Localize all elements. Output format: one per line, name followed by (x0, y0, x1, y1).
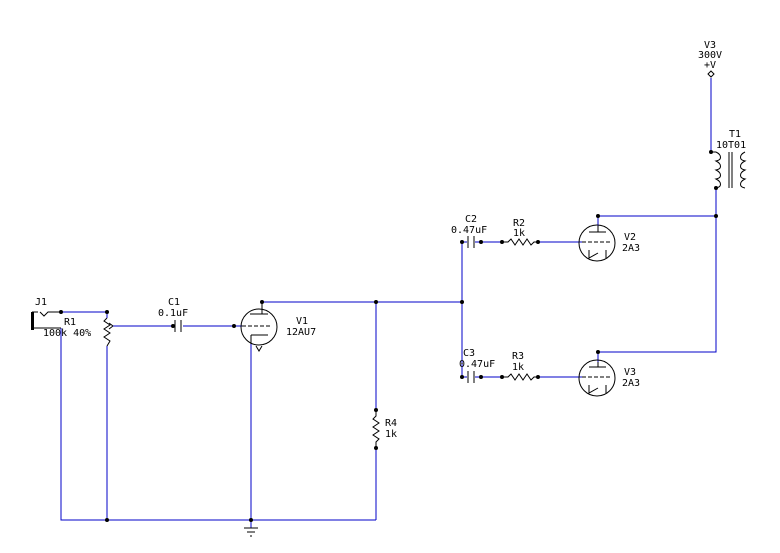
c1-value-label: 0.1uF (158, 308, 188, 319)
junction-dot (596, 350, 600, 354)
resistor-zigzag-icon (502, 373, 538, 381)
junction-dot (460, 240, 464, 244)
junction-dot (479, 375, 483, 379)
junction-dot (714, 214, 718, 218)
capacitor-icon (467, 236, 475, 248)
junction-dot (105, 518, 109, 522)
wiper-arrow-icon (108, 322, 114, 330)
capacitor-c2: C2 0.47uF (451, 214, 487, 248)
tube-v2: V2 2A3 (578, 224, 640, 262)
wire-j1-ground (60, 328, 376, 521)
v3-value-label: 2A3 (622, 378, 640, 389)
c3-value-label: 0.47uF (459, 359, 495, 370)
vacuum-tube-icon (578, 224, 616, 262)
t1-value-label: 10T01 (716, 140, 746, 151)
resistor-zigzag-icon (372, 410, 380, 448)
tube-cathode (250, 334, 268, 344)
resistor-r4: R4 1k (372, 410, 397, 448)
wire-v2-plate-t1 (597, 188, 717, 226)
v3-ref-label: V3 (624, 367, 636, 378)
c3-ref-label: C3 (463, 348, 475, 359)
transformer-primary-icon (714, 151, 721, 189)
transformer-core-icon (728, 152, 733, 188)
junctions (59, 150, 718, 522)
tube-plate (589, 362, 606, 368)
tube-filament (588, 250, 607, 259)
r2-value-label: 1k (513, 228, 525, 239)
junction-dot (249, 518, 253, 522)
resistor-zigzag-icon (103, 317, 111, 347)
r3-value-label: 1k (512, 362, 524, 373)
transformer-secondary-icon (740, 151, 747, 189)
resistor-r2: R2 1k (502, 218, 538, 246)
junction-dot (171, 324, 175, 328)
capacitor-icon (174, 320, 182, 332)
supply-terminal-icon (707, 70, 715, 78)
tube-v3: V3 2A3 (578, 359, 640, 397)
v2-ref-label: V2 (624, 232, 636, 243)
vacuum-tube-icon (578, 359, 616, 397)
v1-value-label: 12AU7 (286, 327, 316, 338)
r1-value-label: 100k 40% (43, 328, 91, 339)
wire-v3-plate-t1 (597, 216, 717, 362)
j1-ref-label: J1 (35, 297, 47, 308)
wire-node-c2 (461, 241, 467, 302)
supply-value-label: 300V (698, 50, 722, 61)
tube-plate (589, 226, 606, 233)
c2-value-label: 0.47uF (451, 225, 487, 236)
junction-dot (232, 324, 236, 328)
r1-ref-label: R1 (64, 317, 76, 328)
vacuum-tube-icon (240, 308, 278, 346)
r2-ref-label: R2 (513, 218, 525, 229)
c1-ref-label: C1 (168, 297, 180, 308)
junction-dot (596, 214, 600, 218)
v2-value-label: 2A3 (622, 243, 640, 254)
potentiometer-r1: R1 100k 40% (43, 317, 114, 347)
ground-symbol (244, 527, 258, 537)
r3-ref-label: R3 (512, 351, 524, 362)
capacitor-c1: C1 0.1uF (158, 297, 188, 332)
input-jack-j1: J1 (31, 297, 61, 330)
r4-ref-label: R4 (385, 418, 397, 429)
t1-ref-label: T1 (729, 129, 741, 140)
capacitor-c3: C3 0.47uF (459, 348, 495, 383)
tube-heater (255, 345, 263, 352)
resistor-zigzag-icon (502, 238, 538, 246)
ground-icon (244, 527, 258, 537)
v1-ref-label: V1 (296, 316, 308, 327)
transformer-t1: T1 10T01 (711, 129, 747, 189)
tube-filament (588, 385, 607, 394)
supply-ref-label: V3 (704, 40, 716, 51)
junction-dot (460, 300, 464, 304)
capacitor-icon (467, 371, 475, 383)
wires (60, 78, 717, 528)
c2-ref-label: C2 (465, 214, 477, 225)
tube-plate (250, 302, 268, 315)
resistor-r3: R3 1k (502, 351, 538, 381)
junction-dot (460, 375, 464, 379)
tube-v1: V1 12AU7 (240, 302, 316, 352)
supply-v3: V3 300V +V (698, 40, 722, 78)
supply-symbol-label: +V (704, 60, 716, 71)
jack-sleeve-icon (31, 312, 34, 330)
junction-dot (105, 310, 109, 314)
r4-value-label: 1k (385, 429, 397, 440)
junction-dot (479, 240, 483, 244)
wire-v1-plate (261, 301, 462, 310)
junction-dot (374, 300, 378, 304)
